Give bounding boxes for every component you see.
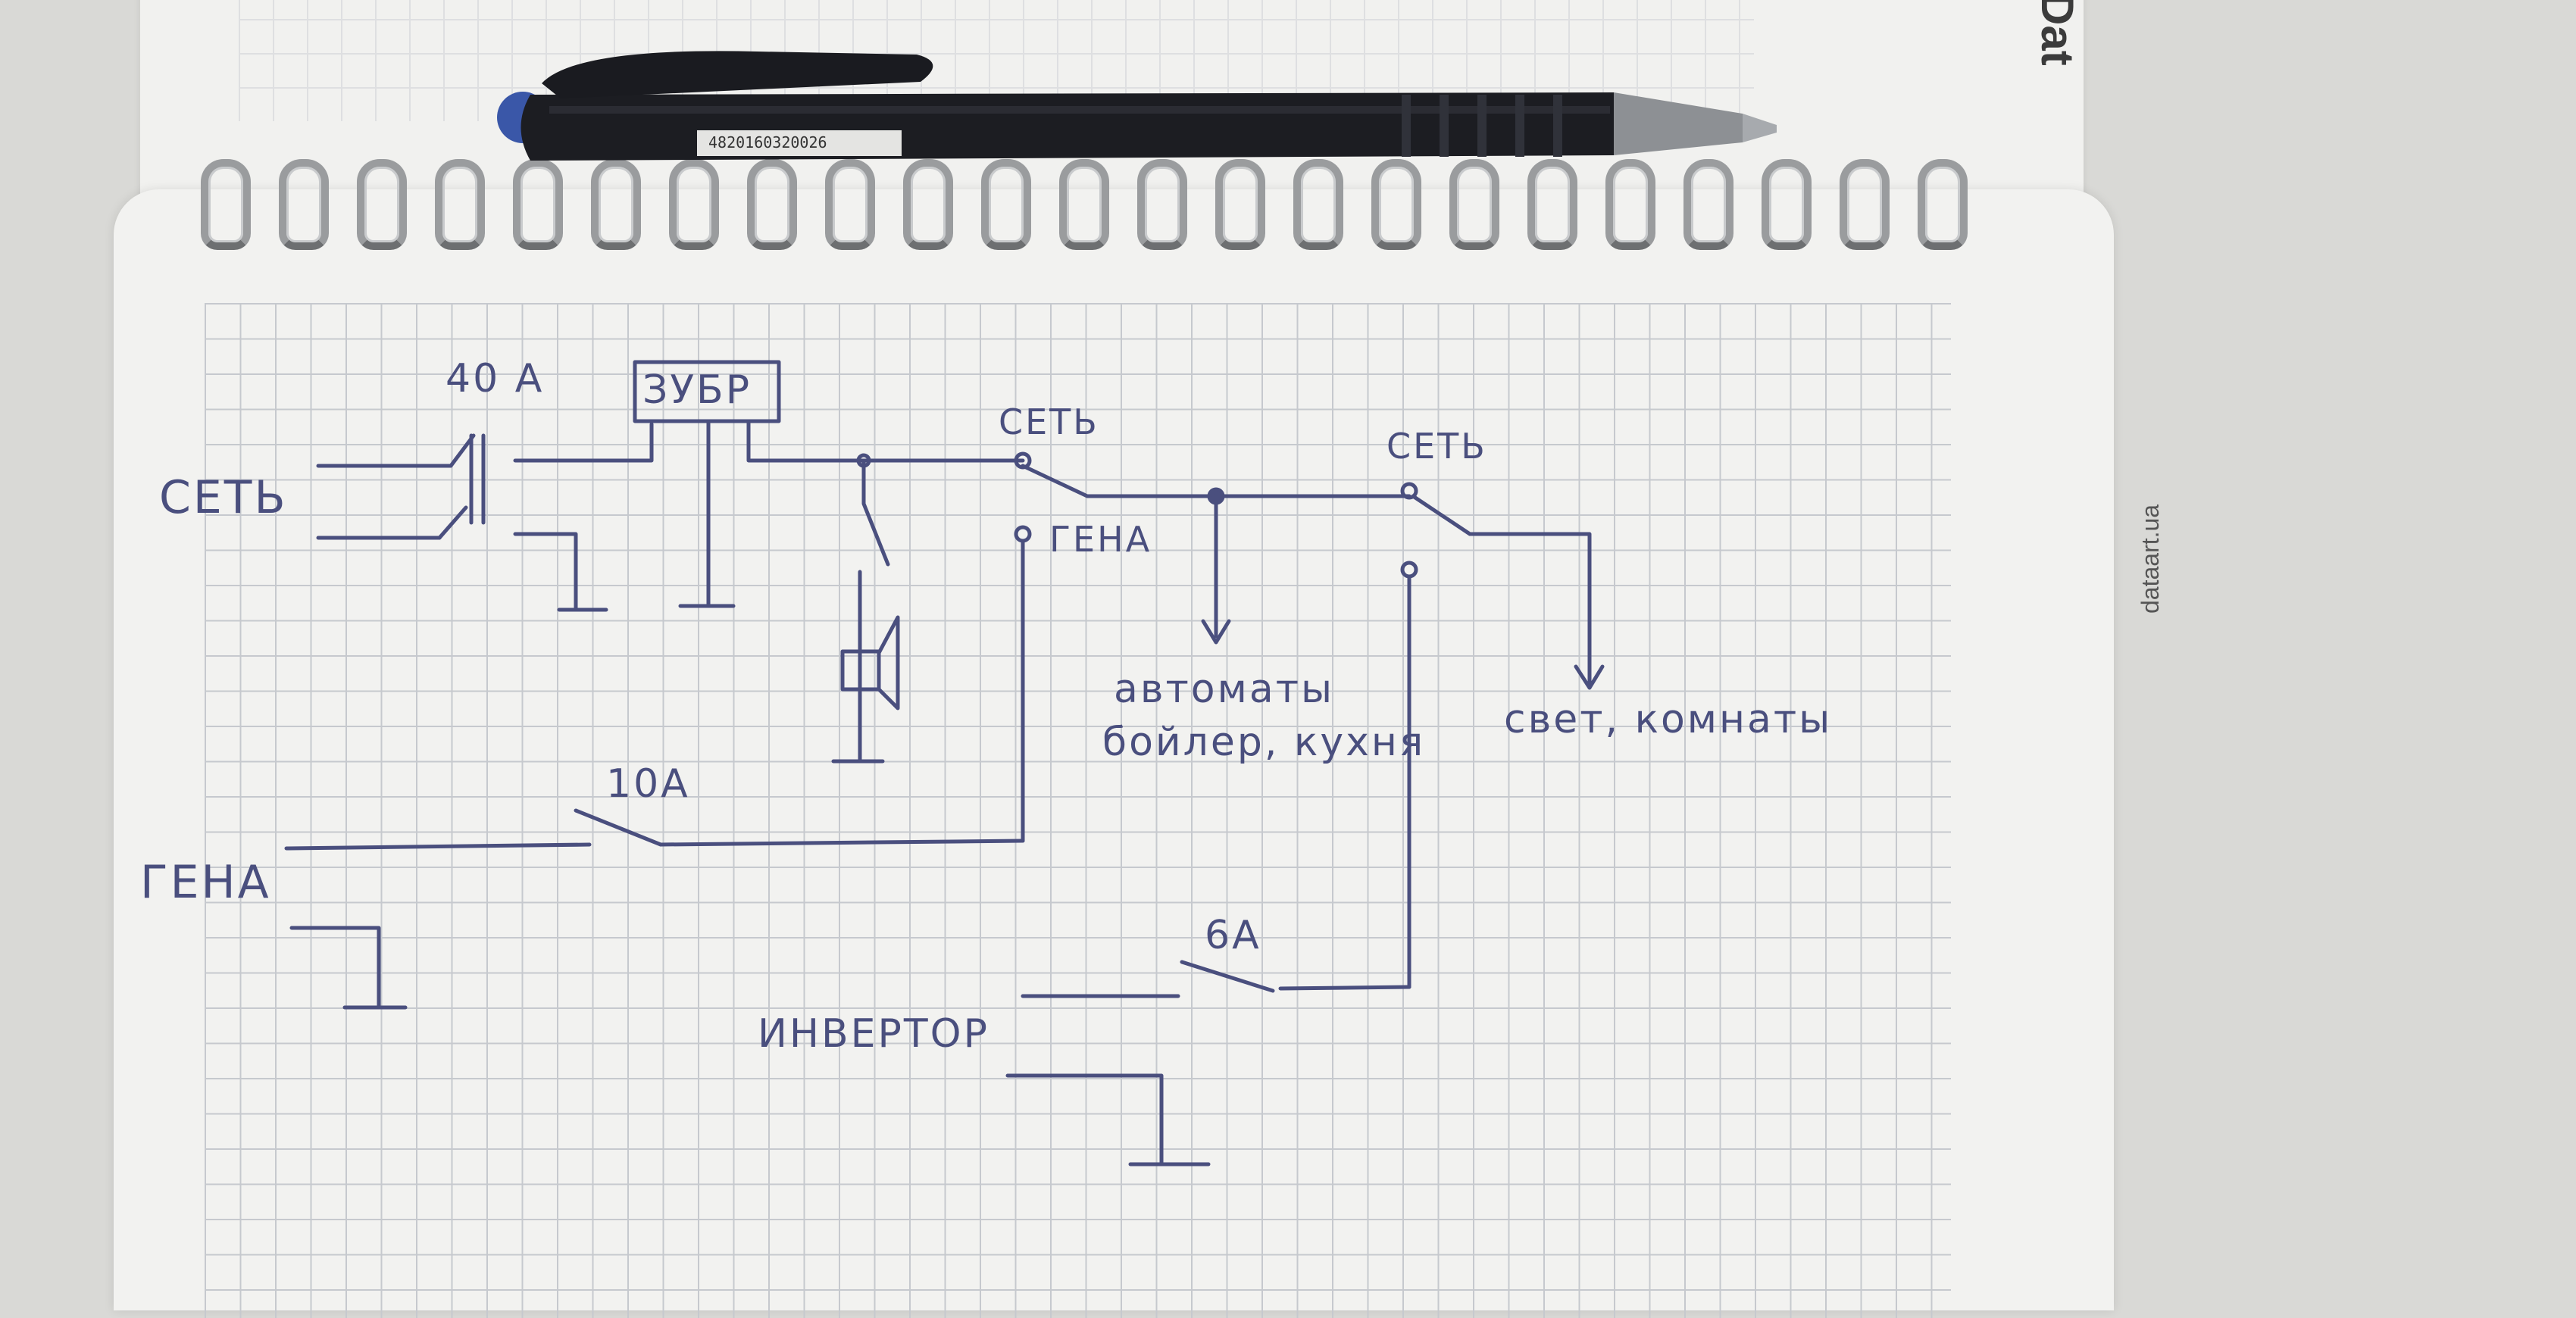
surge-arrester [831, 453, 900, 764]
wiring-sketch [284, 360, 1605, 1167]
switch2-grid-label: СЕТЬ [1386, 426, 1487, 467]
spiral-ring [1449, 159, 1499, 250]
switch1-gen-label: ГЕНА [1049, 519, 1152, 560]
photo-scene: Dat dataart.ua [114, 0, 2164, 1318]
spiral-ring [1059, 159, 1109, 250]
spiral-ring [1762, 159, 1812, 250]
generator-label: ГЕНА [140, 856, 271, 909]
grid-input-lines [316, 464, 453, 540]
spiral-ring [591, 159, 641, 250]
notebook-page: dataart.ua [114, 189, 2164, 1318]
spiral-ring [1605, 159, 1655, 250]
grid-input-label: СЕТЬ [159, 471, 288, 524]
inverter-circuit [1005, 960, 1411, 1167]
generator-breaker-label: 10A [606, 761, 690, 807]
graph-paper-grid [205, 303, 1951, 1318]
spiral-ring [201, 159, 251, 250]
spiral-ring [903, 159, 953, 250]
load2-label: свет, комнаты [1504, 697, 1833, 742]
spiral-ring [1840, 159, 1890, 250]
generator-circuit [284, 808, 1025, 1010]
inverter-breaker-label: 6A [1205, 913, 1261, 958]
spiral-ring [669, 159, 719, 250]
spiral-ring [435, 159, 485, 250]
load1-label-line2: бойлер, кухня [1102, 720, 1426, 765]
spiral-binding [201, 159, 2019, 265]
main-breaker-40a [437, 422, 654, 612]
voltage-relay-label: ЗУБР [642, 367, 752, 413]
spiral-ring [747, 159, 797, 250]
pen: 4820160320026 [497, 51, 1777, 161]
spiral-ring [981, 159, 1031, 250]
voltage-relay [633, 360, 1025, 608]
spiral-ring [1137, 159, 1187, 250]
spiral-ring [1918, 159, 1968, 250]
pen-barcode-text: 4820160320026 [708, 133, 827, 151]
spiral-ring [1215, 159, 1265, 250]
spiral-ring [357, 159, 407, 250]
main-breaker-label: 40 A [445, 356, 545, 401]
spiral-ring [279, 159, 329, 250]
switch1-grid-label: СЕТЬ [999, 401, 1099, 442]
changeover-switch-1 [1014, 451, 1218, 843]
spiral-ring [825, 159, 875, 250]
spiral-ring [513, 159, 563, 250]
pen-label: 4820160320026 [697, 130, 902, 156]
spiral-ring [1293, 159, 1343, 250]
spiral-ring [1683, 159, 1733, 250]
spiral-ring [1527, 159, 1577, 250]
inverter-label: ИНВЕРТОР [758, 1011, 989, 1057]
load1-label-line1: автоматы [1114, 667, 1335, 712]
load-tap-automats [1201, 487, 1411, 645]
changeover-switch-2 [1400, 482, 1605, 989]
spiral-ring [1371, 159, 1421, 250]
